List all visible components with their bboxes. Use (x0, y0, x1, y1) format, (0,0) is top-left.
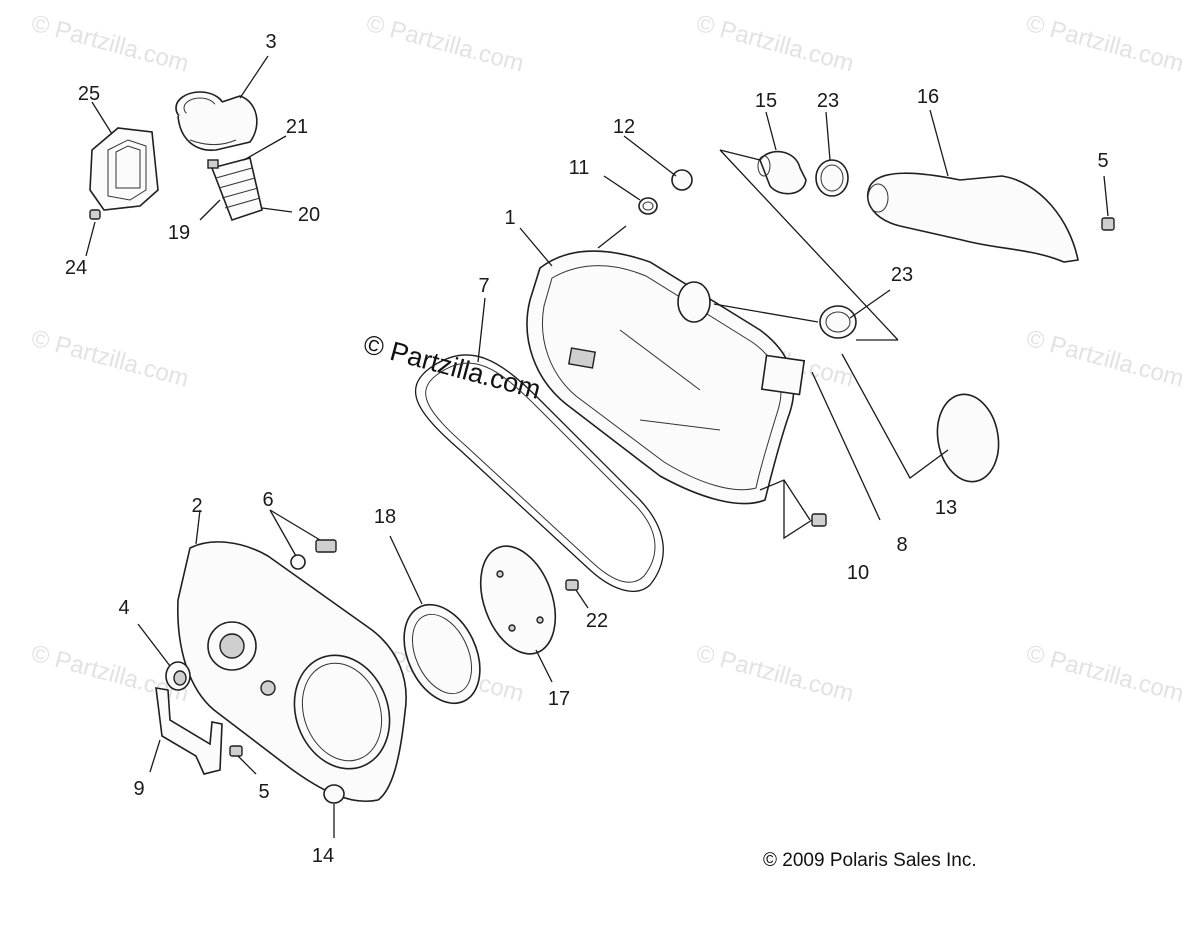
part-22-screw (565, 579, 579, 591)
part-3-elbow-duct (175, 91, 258, 151)
part-24-screw (89, 209, 101, 220)
callout-24: 24 (65, 257, 87, 279)
copyright-notice: © 2009 Polaris Sales Inc. (763, 850, 977, 871)
part-17-plate (479, 545, 557, 655)
part-2-inner-clutch-cover (177, 541, 407, 802)
callout-8: 8 (896, 534, 907, 556)
callout-21: 21 (286, 116, 308, 138)
watermark: © Partzilla.com (693, 10, 856, 78)
part-16-duct (866, 172, 1079, 263)
part-23-clamp-lower (819, 305, 857, 339)
callout-6: 6 (262, 489, 273, 511)
part-1-outer-clutch-cover (526, 250, 806, 505)
watermark: © Partzilla.com (1023, 640, 1186, 708)
part-5-screw-lower (229, 745, 243, 757)
part-12-plug (671, 169, 693, 191)
callout-25: 25 (78, 83, 100, 105)
part-23-clamp-upper (815, 159, 849, 197)
watermark: © Partzilla.com (363, 10, 526, 78)
part-4-bushing (165, 661, 191, 691)
callout-12: 12 (613, 116, 635, 138)
part-18-seal (403, 603, 481, 705)
watermark: © Partzilla.com (28, 10, 191, 78)
callout-1: 1 (504, 207, 515, 229)
callout-10: 10 (847, 562, 869, 584)
watermark: © Partzilla.com (28, 325, 191, 393)
part-25-intake-boot (89, 127, 159, 211)
callout-23-lower: 23 (891, 264, 913, 286)
callout-20: 20 (298, 204, 320, 226)
callout-16: 16 (917, 86, 939, 108)
callout-15: 15 (755, 90, 777, 112)
callout-13: 13 (935, 497, 957, 519)
watermark: © Partzilla.com (1023, 10, 1186, 78)
callout-2: 2 (191, 495, 202, 517)
watermark: © Partzilla.com (1023, 325, 1186, 393)
callout-19: 19 (168, 222, 190, 244)
part-5-screw-upper (1101, 217, 1115, 231)
callout-9: 9 (133, 778, 144, 800)
callout-7: 7 (478, 275, 489, 297)
callout-11: 11 (569, 157, 590, 179)
callout-3: 3 (265, 31, 276, 53)
part-6-bolt-washer (290, 539, 337, 570)
callout-17: 17 (548, 688, 570, 710)
part-9-bracket (155, 687, 223, 775)
leader-lines (85, 55, 1109, 838)
callout-18: 18 (374, 506, 396, 528)
callout-4: 4 (118, 597, 129, 619)
callouts: 1 2 3 4 5 5 6 7 8 9 10 11 12 13 14 15 16… (65, 31, 1109, 867)
watermark: © Partzilla.com (693, 640, 856, 708)
callout-14: 14 (312, 845, 334, 867)
part-13-gasket (936, 393, 1000, 483)
callout-22: 22 (586, 610, 608, 632)
callout-5-upper: 5 (1097, 150, 1108, 172)
part-14-plug (323, 784, 345, 804)
part-11-washer (638, 197, 658, 215)
callout-5-lower: 5 (258, 781, 269, 803)
part-19-20-21-bellows (207, 157, 263, 222)
part-15-coupler (757, 150, 807, 195)
part-7-drive-belt (414, 354, 664, 592)
part-10-screw (811, 513, 827, 527)
callout-23-upper: 23 (817, 90, 839, 112)
